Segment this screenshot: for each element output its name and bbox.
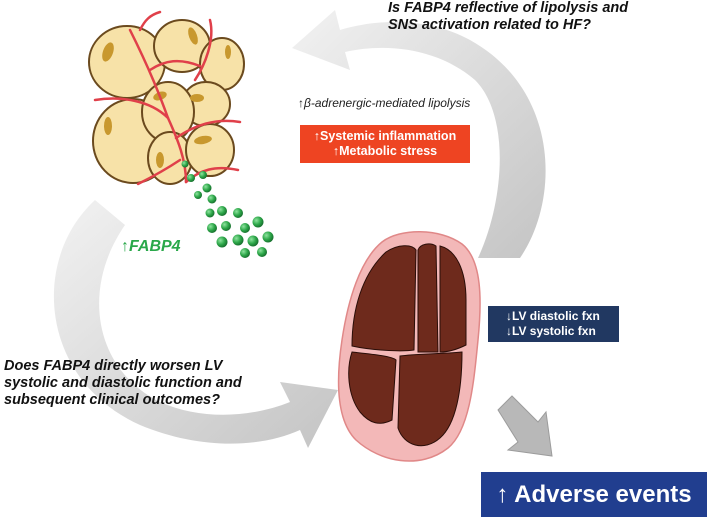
question-top: Is FABP4 reflective of lipolysis and SNS… (388, 0, 708, 34)
question-bottom-line2: systolic and diastolic function and (4, 375, 242, 391)
inflammation-line1: ↑Systemic inflammation (313, 129, 457, 143)
beta-lipolysis-label: ↑β-adrenergic-mediated lipolysis (298, 96, 471, 110)
lv-line1: ↓LV diastolic fxn (506, 309, 600, 323)
question-top-line1: Is FABP4 reflective of lipolysis and (388, 0, 629, 16)
fabp4-label: ↑FABP4 (121, 238, 181, 255)
cycle-arrow-bottom (53, 200, 339, 448)
question-bottom-line1: Does FABP4 directly worsen LV (4, 358, 223, 374)
question-bottom-line3: subsequent clinical outcomes? (4, 392, 220, 408)
question-top-line2: SNS activation related to HF? (388, 17, 592, 33)
adipose-tissue-illustration (88, 10, 245, 186)
heart-cross-section (337, 231, 481, 462)
adverse-arrow (497, 395, 553, 457)
inflammation-line2: ↑Metabolic stress (332, 144, 438, 158)
adverse-events-box: ↑ Adverse events (481, 472, 707, 517)
lv-function-box: ↓LV diastolic fxn ↓LV systolic fxn (488, 306, 619, 342)
lv-line2: ↓LV systolic fxn (506, 324, 596, 338)
inflammation-box: ↑Systemic inflammation ↑Metabolic stress (300, 125, 470, 163)
question-bottom: Does FABP4 directly worsen LV systolic a… (4, 358, 344, 409)
fabp4-particles (181, 160, 274, 258)
cycle-arrow-top (292, 10, 546, 258)
